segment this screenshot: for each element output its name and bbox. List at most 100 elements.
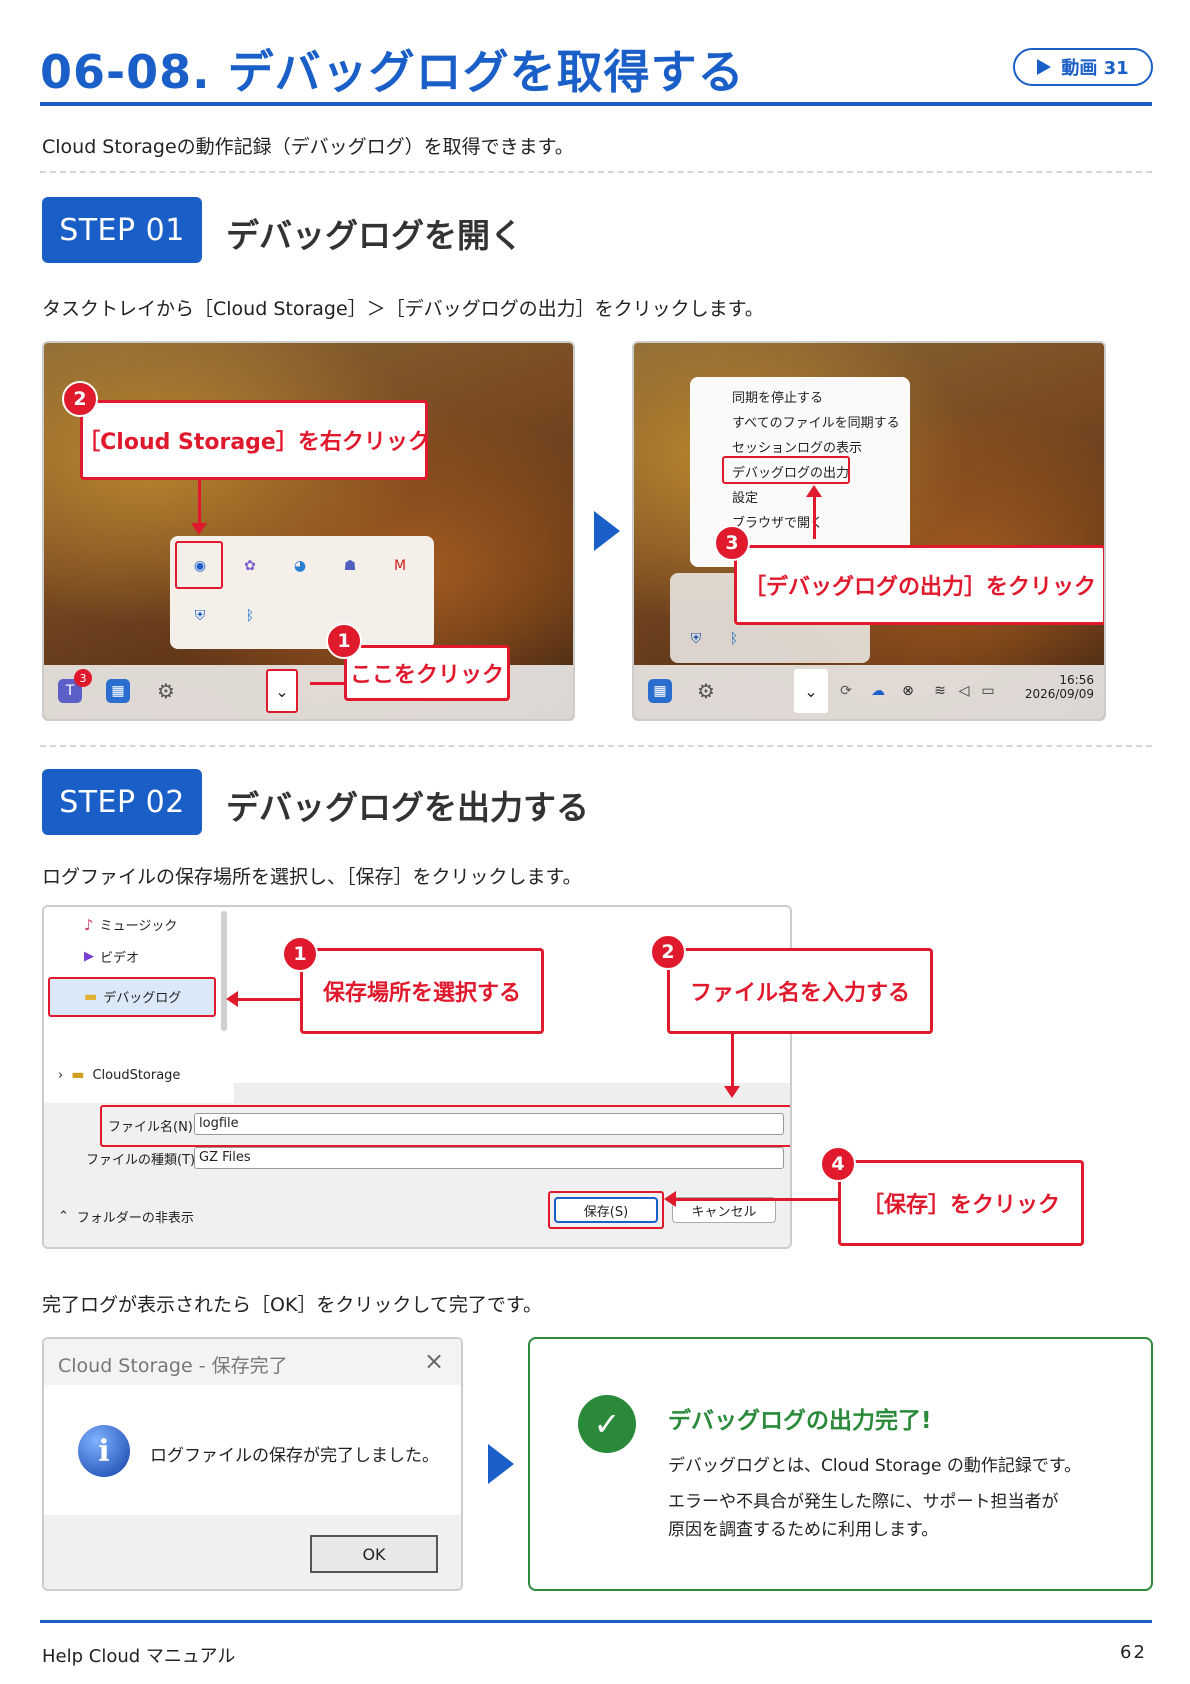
highlight-debug-log bbox=[722, 456, 850, 484]
arrow-up bbox=[813, 495, 816, 539]
bluetooth-icon[interactable]: ᛒ bbox=[245, 608, 255, 624]
callout-click-here: ここをクリック bbox=[344, 645, 510, 701]
message-box-title: Cloud Storage - 保存完了 bbox=[58, 1355, 288, 1377]
filename-input[interactable]: logfile bbox=[194, 1113, 784, 1135]
nav-pane: ♪ ミュージック ▶ ビデオ ▬ デバッグログ › ▬ CloudStorage bbox=[44, 907, 234, 1103]
menu-item-debug-log[interactable]: デバッグログの出力 bbox=[732, 466, 850, 481]
cloud-storage-icon[interactable]: ◉ bbox=[193, 558, 207, 574]
highlight-filename bbox=[100, 1105, 790, 1147]
step1-badge: STEP 01 bbox=[42, 197, 202, 263]
step1-instruction: タスクトレイから［Cloud Storage］＞［デバッグログの出力］をクリック… bbox=[42, 298, 764, 320]
divider bbox=[40, 171, 1152, 173]
highlight-cloud-icon bbox=[175, 541, 223, 589]
video-button[interactable]: 動画 31 bbox=[1013, 48, 1153, 86]
page-title: 06-08. デバッグログを取得する bbox=[40, 45, 745, 99]
chevron-up-icon: ⌃ bbox=[58, 1209, 69, 1224]
arrow-head bbox=[226, 991, 238, 1007]
battery-icon[interactable]: ▭ bbox=[981, 683, 995, 699]
hide-folders-label: フォルダーの非表示 bbox=[76, 1211, 194, 1226]
show-hidden-icons-button[interactable]: ⌄ bbox=[266, 669, 298, 713]
hide-folders-button[interactable]: ⌃ フォルダーの非表示 bbox=[58, 1207, 194, 1226]
check-icon: ✓ bbox=[578, 1395, 636, 1453]
arrow-head bbox=[191, 523, 207, 535]
shield-icon[interactable]: ⛨ bbox=[194, 608, 206, 624]
video-icon: ▶ bbox=[84, 949, 94, 964]
users-icon[interactable]: ☗ bbox=[343, 558, 357, 574]
menu-item-settings[interactable]: 設定 bbox=[732, 491, 759, 506]
nav-label: デバッグログ bbox=[103, 991, 182, 1006]
nav-item-debuglog[interactable] bbox=[48, 977, 216, 1017]
nav-item-music[interactable]: ♪ ミュージック bbox=[84, 915, 178, 935]
scrollbar[interactable] bbox=[221, 911, 227, 1031]
arrow-head bbox=[806, 485, 822, 497]
arrow-down bbox=[198, 480, 201, 526]
step1-title: デバッグログを開く bbox=[226, 216, 523, 255]
divider bbox=[40, 745, 1152, 747]
callout-click-save: ［保存］をクリック bbox=[838, 1160, 1084, 1246]
step-number-3: 3 bbox=[714, 525, 750, 561]
globe-icon[interactable]: ◕ bbox=[293, 558, 307, 574]
message-text: ログファイルの保存が完了しました。 bbox=[150, 1446, 439, 1466]
show-hidden-icons-button[interactable]: ⌄ bbox=[794, 669, 828, 713]
gear-icon[interactable]: ⚙ bbox=[157, 679, 175, 703]
gear-icon[interactable]: ⚙ bbox=[697, 679, 715, 703]
ok-button[interactable]: OK bbox=[310, 1535, 438, 1573]
store-icon[interactable]: ▦ bbox=[106, 679, 130, 703]
notification-badge: 3 bbox=[74, 669, 92, 687]
arrow-head bbox=[664, 1191, 676, 1207]
menu-item-open-browser[interactable]: ブラウザで開く bbox=[732, 516, 824, 531]
intro-text: Cloud Storageの動作記録（デバッグログ）を取得できます。 bbox=[42, 136, 574, 158]
horizontal-scrollbar[interactable] bbox=[234, 1083, 790, 1103]
step2-title: デバッグログを出力する bbox=[226, 788, 589, 827]
arrow-down bbox=[731, 1034, 734, 1088]
arrow-head bbox=[724, 1086, 740, 1098]
nav-label: ビデオ bbox=[100, 951, 140, 966]
next-arrow-icon bbox=[488, 1444, 514, 1484]
message-box: Cloud Storage - 保存完了 × i ログファイルの保存が完了しまし… bbox=[42, 1337, 463, 1591]
menu-item-stop-sync[interactable]: 同期を停止する bbox=[732, 391, 824, 406]
message-box-titlebar bbox=[44, 1339, 461, 1385]
page-number: 62 bbox=[1120, 1642, 1147, 1663]
filetype-select[interactable]: GZ Files bbox=[194, 1147, 784, 1169]
nav-item-debuglog-content: ▬ デバッグログ bbox=[84, 987, 182, 1007]
nav-item-video[interactable]: ▶ ビデオ bbox=[84, 947, 139, 966]
cancel-button[interactable]: キャンセル bbox=[672, 1197, 776, 1223]
folder-icon: ▬ bbox=[71, 1067, 85, 1083]
nav-label: ミュージック bbox=[99, 919, 178, 934]
completion-line-1: デバッグログとは、Cloud Storage の動作記録です。 bbox=[668, 1456, 1082, 1476]
nav-item-cloudstorage[interactable]: › ▬ CloudStorage bbox=[58, 1067, 180, 1083]
close-circle-icon[interactable]: ⊗ bbox=[902, 683, 914, 699]
footer-title: Help Cloud マニュアル bbox=[42, 1646, 236, 1667]
app-icon[interactable]: ✿ bbox=[244, 558, 256, 574]
chevron-right-icon: › bbox=[58, 1067, 64, 1083]
save-button[interactable]: 保存(S) bbox=[554, 1197, 658, 1223]
bluetooth-icon[interactable]: ᛒ bbox=[729, 631, 739, 647]
tray-popup: ◉ ✿ ◕ ☗ M ⛨ ᛒ bbox=[170, 536, 434, 649]
store-icon[interactable]: ▦ bbox=[648, 679, 672, 703]
cloud-icon[interactable]: ☁ bbox=[871, 683, 885, 699]
menu-item-sync-all[interactable]: すべてのファイルを同期する bbox=[732, 416, 900, 431]
chevron-down-icon: ⌄ bbox=[804, 681, 818, 701]
step2-badge: STEP 02 bbox=[42, 769, 202, 835]
shield-icon[interactable]: ⛨ bbox=[690, 631, 702, 647]
callout-enter-filename: ファイル名を入力する bbox=[667, 948, 933, 1034]
clock[interactable]: 16:56 2026/09/09 bbox=[1024, 673, 1094, 701]
close-icon[interactable]: × bbox=[424, 1347, 445, 1375]
clock-time: 16:56 bbox=[1059, 673, 1094, 687]
wifi-icon[interactable]: ≋ bbox=[934, 683, 946, 699]
menu-item-session-log[interactable]: セッションログの表示 bbox=[732, 441, 863, 456]
completion-title: デバッグログの出力完了! bbox=[668, 1408, 932, 1434]
play-icon bbox=[1037, 59, 1052, 75]
folder-icon: ▬ bbox=[84, 988, 98, 1005]
callout-debug-log: ［デバッグログの出力］をクリック bbox=[734, 545, 1104, 625]
volume-icon[interactable]: ◁ bbox=[958, 683, 970, 699]
step-number-2: 2 bbox=[650, 934, 686, 970]
step-number-2: 2 bbox=[62, 381, 98, 417]
callout-right-click: ［Cloud Storage］を右クリック bbox=[78, 400, 430, 480]
antivirus-icon[interactable]: M bbox=[393, 558, 407, 574]
completion-instruction: 完了ログが表示されたら［OK］をクリックして完了です。 bbox=[42, 1294, 542, 1316]
completion-panel: ✓ デバッグログの出力完了! デバッグログとは、Cloud Storage の動… bbox=[528, 1337, 1153, 1591]
footer-rule bbox=[40, 1620, 1152, 1623]
video-label: 動画 31 bbox=[1061, 58, 1129, 79]
sync-icon[interactable]: ⟳ bbox=[840, 683, 852, 699]
